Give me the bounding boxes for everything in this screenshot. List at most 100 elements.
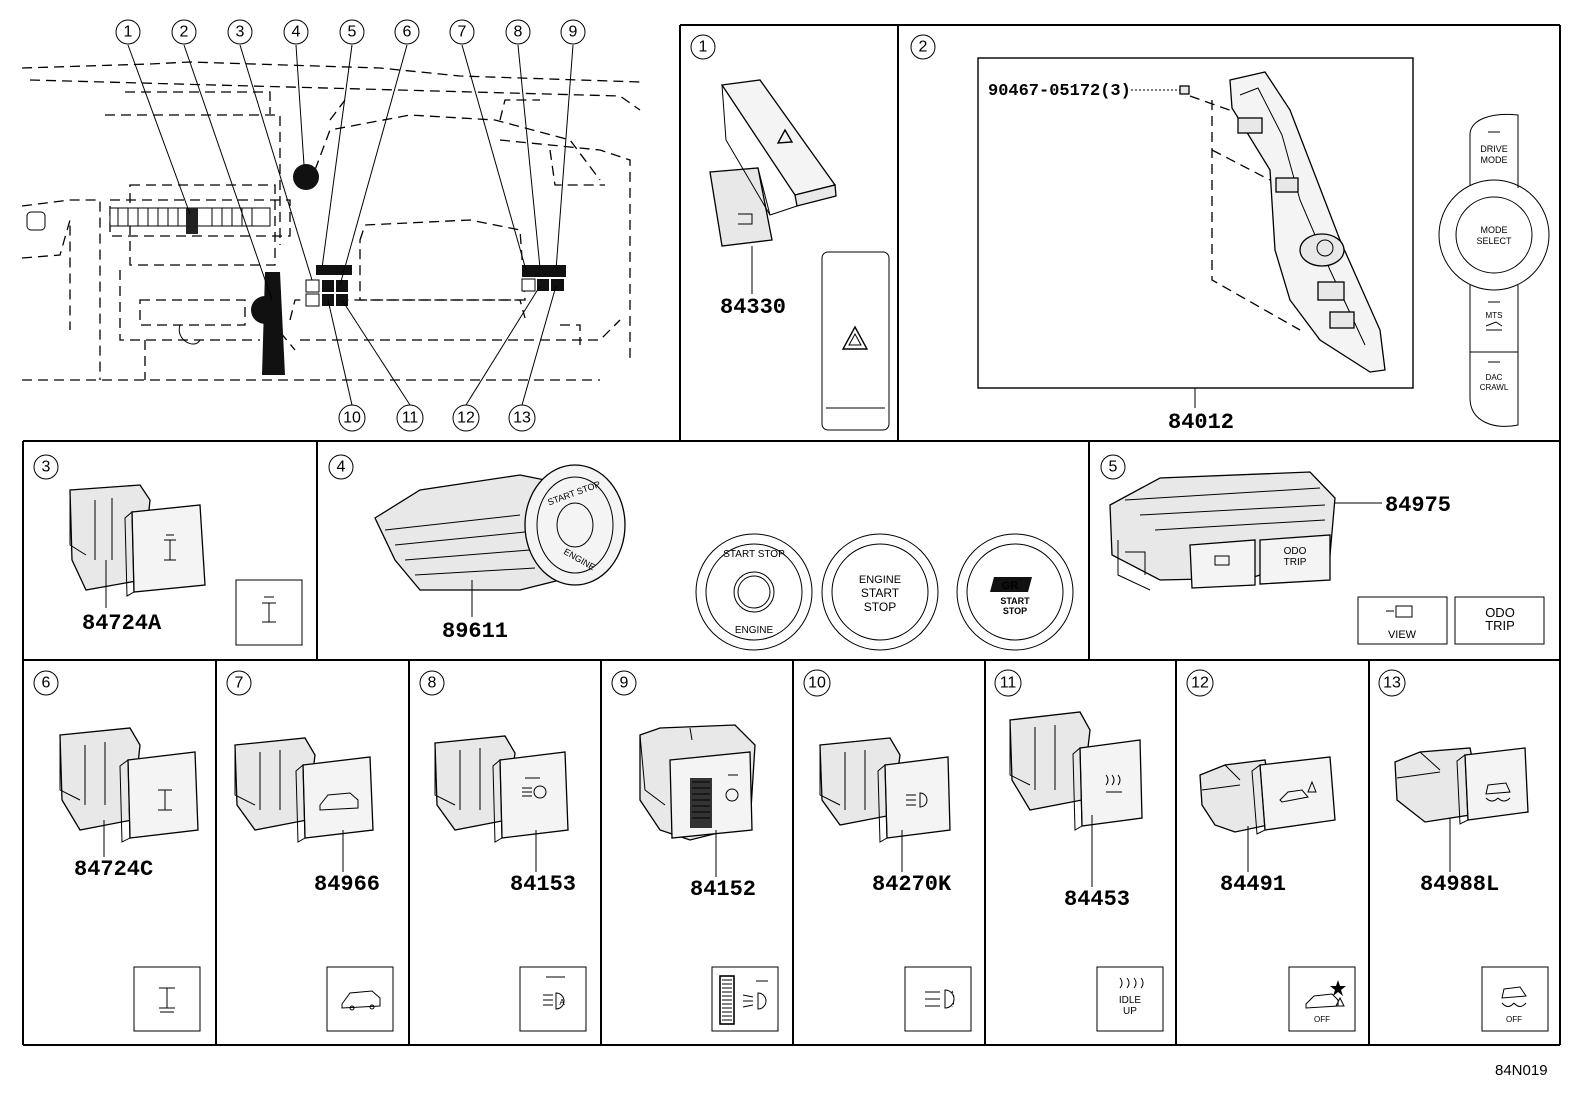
gr-logo <box>990 577 1032 592</box>
odo-label: ODO <box>1485 605 1515 620</box>
panel-grid <box>22 24 1561 1046</box>
idle-up-face: IDLE UP <box>1096 966 1164 1032</box>
panel-2: 2 90467-05172(3) 84012 DRIVE MODE <box>910 34 1550 435</box>
part-number-84975: 84975 <box>1385 493 1451 518</box>
svg-text:6: 6 <box>42 675 51 692</box>
mode-select-label: MODE <box>1481 225 1508 235</box>
vsc-off-switch-part <box>1199 756 1336 835</box>
headlight-leveling-face <box>711 966 779 1032</box>
svg-text:10: 10 <box>808 675 826 692</box>
trac-off-icon <box>1485 782 1511 802</box>
4wd-switch-part <box>69 484 206 597</box>
svg-text:3: 3 <box>42 459 51 476</box>
panel-12: 12 84491 OFF <box>1186 669 1356 1032</box>
svg-text:11: 11 <box>1000 675 1017 692</box>
svg-text:12: 12 <box>1191 675 1209 692</box>
dac-label: DAC <box>1486 373 1503 382</box>
idle-up-icon-face <box>1119 977 1144 989</box>
rear-hatch-face <box>326 966 394 1032</box>
panel-9: 9 84152 <box>611 670 779 1032</box>
idle-label: IDLE <box>1119 995 1142 1006</box>
callout-11: 11 <box>396 404 424 432</box>
diff-lock-icon-face <box>159 987 175 1013</box>
odo-trip-button-face: ODO TRIP <box>1454 596 1545 645</box>
start-switch-part: START STOP ENGINE <box>374 464 626 591</box>
auto-headlight-face: A <box>519 966 587 1032</box>
svg-text:13: 13 <box>1383 675 1401 692</box>
fog-light-icon <box>906 792 928 808</box>
part-number-84966: 84966 <box>314 872 380 897</box>
face2-stop-label: STOP <box>864 600 896 614</box>
drive-label: DRIVE <box>1480 144 1508 154</box>
part-number-89611: 89611 <box>442 619 508 644</box>
callout-10: 10 <box>338 404 366 432</box>
vsc-off-icon-face <box>1305 980 1346 1009</box>
gr-label: GR <box>1002 580 1019 592</box>
part-number-84152: 84152 <box>690 877 756 902</box>
hazard-switch-part <box>709 79 837 247</box>
svg-text:7: 7 <box>458 24 467 41</box>
svg-text:5: 5 <box>348 24 357 41</box>
fog-light-icon-face <box>925 989 955 1009</box>
trac-off-icon-face <box>1501 986 1527 1007</box>
svg-text:3: 3 <box>236 24 245 41</box>
svg-text:8: 8 <box>514 24 523 41</box>
panel-4: 4 START STOP ENGINE 89611 START STOP ENG… <box>328 454 1074 651</box>
svg-text:4: 4 <box>337 459 346 476</box>
idle-up-icon <box>1105 774 1122 793</box>
diff-lock-switch-part <box>59 727 199 843</box>
callout-3: 3 <box>227 19 253 45</box>
drive-mode-assembly <box>1189 71 1386 373</box>
part-number-84453: 84453 <box>1064 887 1130 912</box>
4wd-icon-face <box>262 596 276 623</box>
fog-light-switch-part <box>819 737 951 843</box>
part-number-90467-05172: 90467-05172(3) <box>988 82 1131 101</box>
rear-hatch-icon <box>319 792 359 811</box>
rear-hatch-icon-face <box>341 990 381 1011</box>
odo-switch-part: ODO TRIP <box>1109 471 1336 591</box>
part-number-84491: 84491 <box>1220 872 1286 897</box>
up-label: UP <box>1123 1006 1137 1017</box>
svg-text:13: 13 <box>513 410 531 427</box>
hazard-switch-face <box>821 251 890 431</box>
callout-9: 9 <box>560 19 586 45</box>
4wd-icon <box>164 534 176 561</box>
trip-label: TRIP <box>1485 618 1515 633</box>
mode-select-label-2: SELECT <box>1476 236 1512 246</box>
diff-lock-face <box>133 966 201 1032</box>
trac-off-label: OFF <box>1506 1015 1522 1024</box>
part-number-84988L: 84988L <box>1420 872 1499 897</box>
start-stop-face-1: START STOP ENGINE <box>695 533 813 651</box>
callout-13: 13 <box>508 404 536 432</box>
face3-stop-label: STOP <box>1003 606 1027 616</box>
fog-light-face <box>904 966 972 1032</box>
vsc-off-icon <box>1279 780 1317 803</box>
callout-1: 1 <box>115 19 141 45</box>
svg-text:6: 6 <box>403 24 412 41</box>
overview-callouts: 1 2 3 4 5 6 7 8 9 10 11 12 13 <box>115 19 586 432</box>
panel-5: 5 ODO TRIP 84975 VIEW ODO TRIP <box>1100 454 1545 645</box>
mts-label: MTS <box>1486 311 1503 320</box>
callout-5: 5 <box>339 19 365 45</box>
drive-mode-face: DRIVE MODE MODE SELECT MTS DAC CRAWL <box>1438 113 1550 427</box>
panel-7: 7 84966 <box>226 670 394 1032</box>
face1-engine-label: ENGINE <box>735 625 774 636</box>
mode-label: MODE <box>1481 155 1508 165</box>
svg-text:4: 4 <box>292 24 301 41</box>
svg-text:12: 12 <box>457 410 475 427</box>
svg-text:5: 5 <box>1109 459 1118 476</box>
face3-start-label: START <box>1000 596 1030 606</box>
svg-text:8: 8 <box>428 675 437 692</box>
part-number-84012: 84012 <box>1168 410 1234 435</box>
crawl-label: CRAWL <box>1480 383 1509 392</box>
panel-10: 10 84270K <box>803 669 972 1032</box>
part-trip-label: TRIP <box>1284 557 1307 568</box>
auto-headlight-icon-face: A <box>543 976 565 1010</box>
auto-headlight-icon <box>522 777 547 799</box>
panel-6: 6 84724C <box>33 670 201 1032</box>
part-number-84724A: 84724A <box>82 611 162 636</box>
callout-7: 7 <box>449 19 475 45</box>
dashboard-overview <box>21 61 641 381</box>
callout-12: 12 <box>452 404 480 432</box>
